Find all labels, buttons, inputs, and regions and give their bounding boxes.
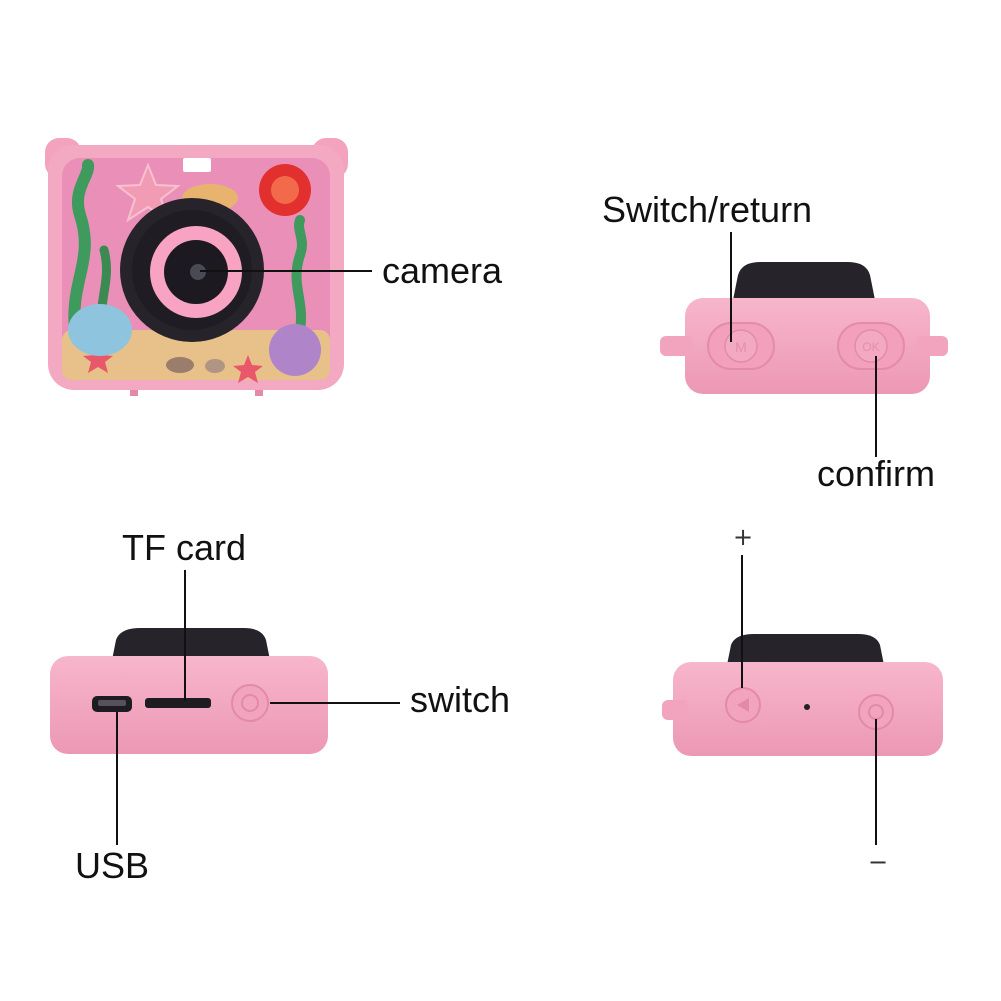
switch-label: switch (410, 679, 511, 720)
starfish-bottom-right (233, 355, 263, 383)
m-button-label: M (735, 339, 747, 355)
camera-top-view: M OK (660, 232, 948, 457)
seaweed-right (291, 215, 307, 335)
left-arrow-icon (737, 698, 749, 712)
bottom-lens-housing (112, 628, 270, 660)
camera-side-view (662, 555, 943, 845)
switch-return-label: Switch/return (602, 189, 813, 230)
side-left-tab (662, 700, 688, 720)
camera-front-view (45, 138, 372, 396)
tf-card-slot[interactable] (145, 698, 211, 708)
flash-window (183, 158, 211, 172)
power-switch[interactable] (231, 684, 269, 722)
top-lens-housing (733, 262, 875, 300)
camera-bottom-view (50, 570, 400, 845)
plus-label: + (733, 523, 754, 551)
side-lens-housing (727, 634, 884, 665)
top-right-tab (916, 336, 948, 356)
ok-button[interactable] (854, 329, 888, 363)
microphone-hole (804, 704, 810, 710)
power-icon (241, 694, 259, 712)
minus-label: − (868, 848, 889, 876)
ok-button-label: OK (862, 340, 879, 354)
starfish-bottom-left (83, 345, 113, 373)
camera-label: camera (382, 250, 503, 291)
confirm-label: confirm (817, 453, 936, 494)
shell-blue (68, 304, 132, 356)
tf-card-label: TF card (122, 527, 247, 568)
shell-purple (269, 324, 321, 376)
usb-label: USB (75, 845, 150, 886)
m-button[interactable] (724, 329, 758, 363)
seaweed-left (68, 159, 95, 336)
sand-floor (62, 330, 330, 380)
top-left-tab (660, 336, 692, 356)
